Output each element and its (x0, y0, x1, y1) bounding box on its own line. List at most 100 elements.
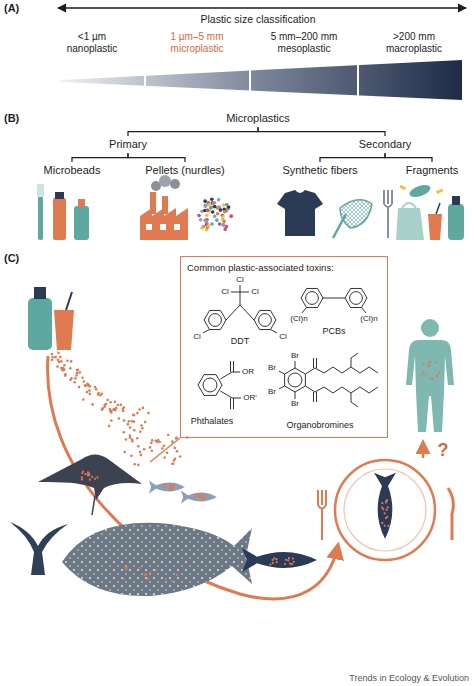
tree-label: Microplastics (224, 112, 292, 125)
ingested-particles (272, 562, 274, 564)
ingested-particles (385, 517, 387, 519)
ingested-particles (91, 476, 93, 478)
atom-label: Cl (235, 276, 245, 284)
atom-label: OR (241, 368, 255, 376)
ingested-particles (94, 478, 96, 480)
particle-stream (51, 351, 189, 466)
size-class: mesoplastic (278, 43, 331, 55)
particle-stream (137, 445, 140, 448)
ingested-particles (422, 363, 424, 365)
ingested-particles (198, 493, 200, 495)
particle-stream (86, 391, 89, 394)
ingested-particles (284, 563, 286, 565)
particle-stream (97, 393, 100, 396)
bottle-and-cup (34, 287, 46, 299)
atom-label: Br (267, 364, 277, 372)
plate (374, 473, 396, 539)
ingested-particles (81, 472, 83, 474)
particle-stream (133, 414, 136, 417)
size-wedge (357, 55, 359, 104)
ingested-particles (176, 574, 178, 576)
pellets-icon (221, 223, 225, 227)
plate (335, 460, 435, 560)
t-shirt-icon (277, 190, 323, 236)
ingested-particles (198, 495, 200, 497)
benzene-rings (204, 310, 226, 329)
particle-stream (75, 374, 78, 377)
tree-label: Pellets (nurdles) (143, 164, 226, 177)
particle-stream (122, 410, 125, 413)
particle-stream (103, 405, 106, 408)
particle-stream (106, 399, 109, 402)
ingested-particles (81, 361, 440, 582)
particle-stream (88, 385, 91, 388)
size-range: >200 mm (393, 31, 435, 43)
tree-label: Microbeads (42, 164, 103, 177)
ingested-particles (164, 486, 166, 488)
ingested-particles (168, 489, 170, 491)
fragments-icon (452, 196, 460, 205)
particle-stream (58, 361, 61, 364)
particle-stream (109, 401, 112, 404)
panel-letter: (C) (4, 252, 19, 265)
fragments-icon (408, 183, 432, 200)
fragments-icon (384, 190, 392, 238)
manta-ray (38, 455, 142, 501)
net-icon (340, 200, 372, 228)
particle-stream (118, 417, 121, 420)
panel-letter: (A) (4, 2, 19, 15)
ingested-particles (384, 524, 386, 526)
atom-label: Br (290, 352, 300, 360)
atom-label: Cl (192, 333, 202, 341)
bottle-and-cup (66, 292, 72, 310)
bottle-and-cup (28, 298, 52, 350)
chemical-name: Phthalates (191, 416, 234, 426)
pellets-icon (209, 206, 213, 210)
plate (344, 469, 426, 551)
ingested-particles (383, 512, 385, 514)
particle-stream (84, 384, 87, 387)
particle-stream (139, 451, 142, 454)
small-fish (181, 490, 217, 503)
exposure-arrow (422, 442, 425, 458)
particle-stream (142, 407, 145, 410)
watermark: Trends in Ecology & Evolution (349, 673, 469, 683)
tree-connector (385, 153, 432, 162)
ingested-particles (381, 507, 383, 509)
particle-stream (110, 419, 113, 422)
ingested-particles (387, 506, 389, 508)
pellets-icon (193, 195, 235, 237)
tree-label: Primary (107, 138, 149, 151)
particle-stream (109, 408, 112, 411)
ingested-particles (173, 483, 175, 485)
ingested-particles (171, 580, 173, 582)
ingested-particles (81, 476, 83, 478)
small-fish (149, 480, 217, 503)
particle-stream (163, 456, 166, 459)
pellets-icon (207, 224, 211, 228)
human-figure (406, 319, 454, 432)
particle-stream (166, 451, 169, 454)
pellets-icon (204, 220, 208, 224)
fork-and-knife (318, 488, 453, 540)
microbeads-icon (37, 184, 44, 197)
pellets-icon (193, 195, 235, 237)
pellets-icon (197, 214, 201, 218)
particle-stream (151, 449, 154, 452)
fragments-icon (399, 185, 406, 191)
particle-stream (140, 424, 143, 427)
ingested-particles (165, 578, 167, 580)
pellets-icon (222, 220, 226, 224)
pellets-icon (229, 215, 233, 219)
chemical-bonds (220, 361, 241, 409)
pellets-icon (205, 214, 209, 218)
whale-tail (10, 522, 68, 575)
bottle-and-cup (54, 310, 74, 350)
tree-connector (258, 127, 385, 136)
particle-stream (132, 414, 135, 417)
pellets-icon (215, 218, 219, 222)
microbeads-icon (78, 199, 85, 207)
benzene-rings (288, 373, 302, 387)
benzene-rings (306, 292, 319, 305)
particle-stream (127, 423, 130, 426)
